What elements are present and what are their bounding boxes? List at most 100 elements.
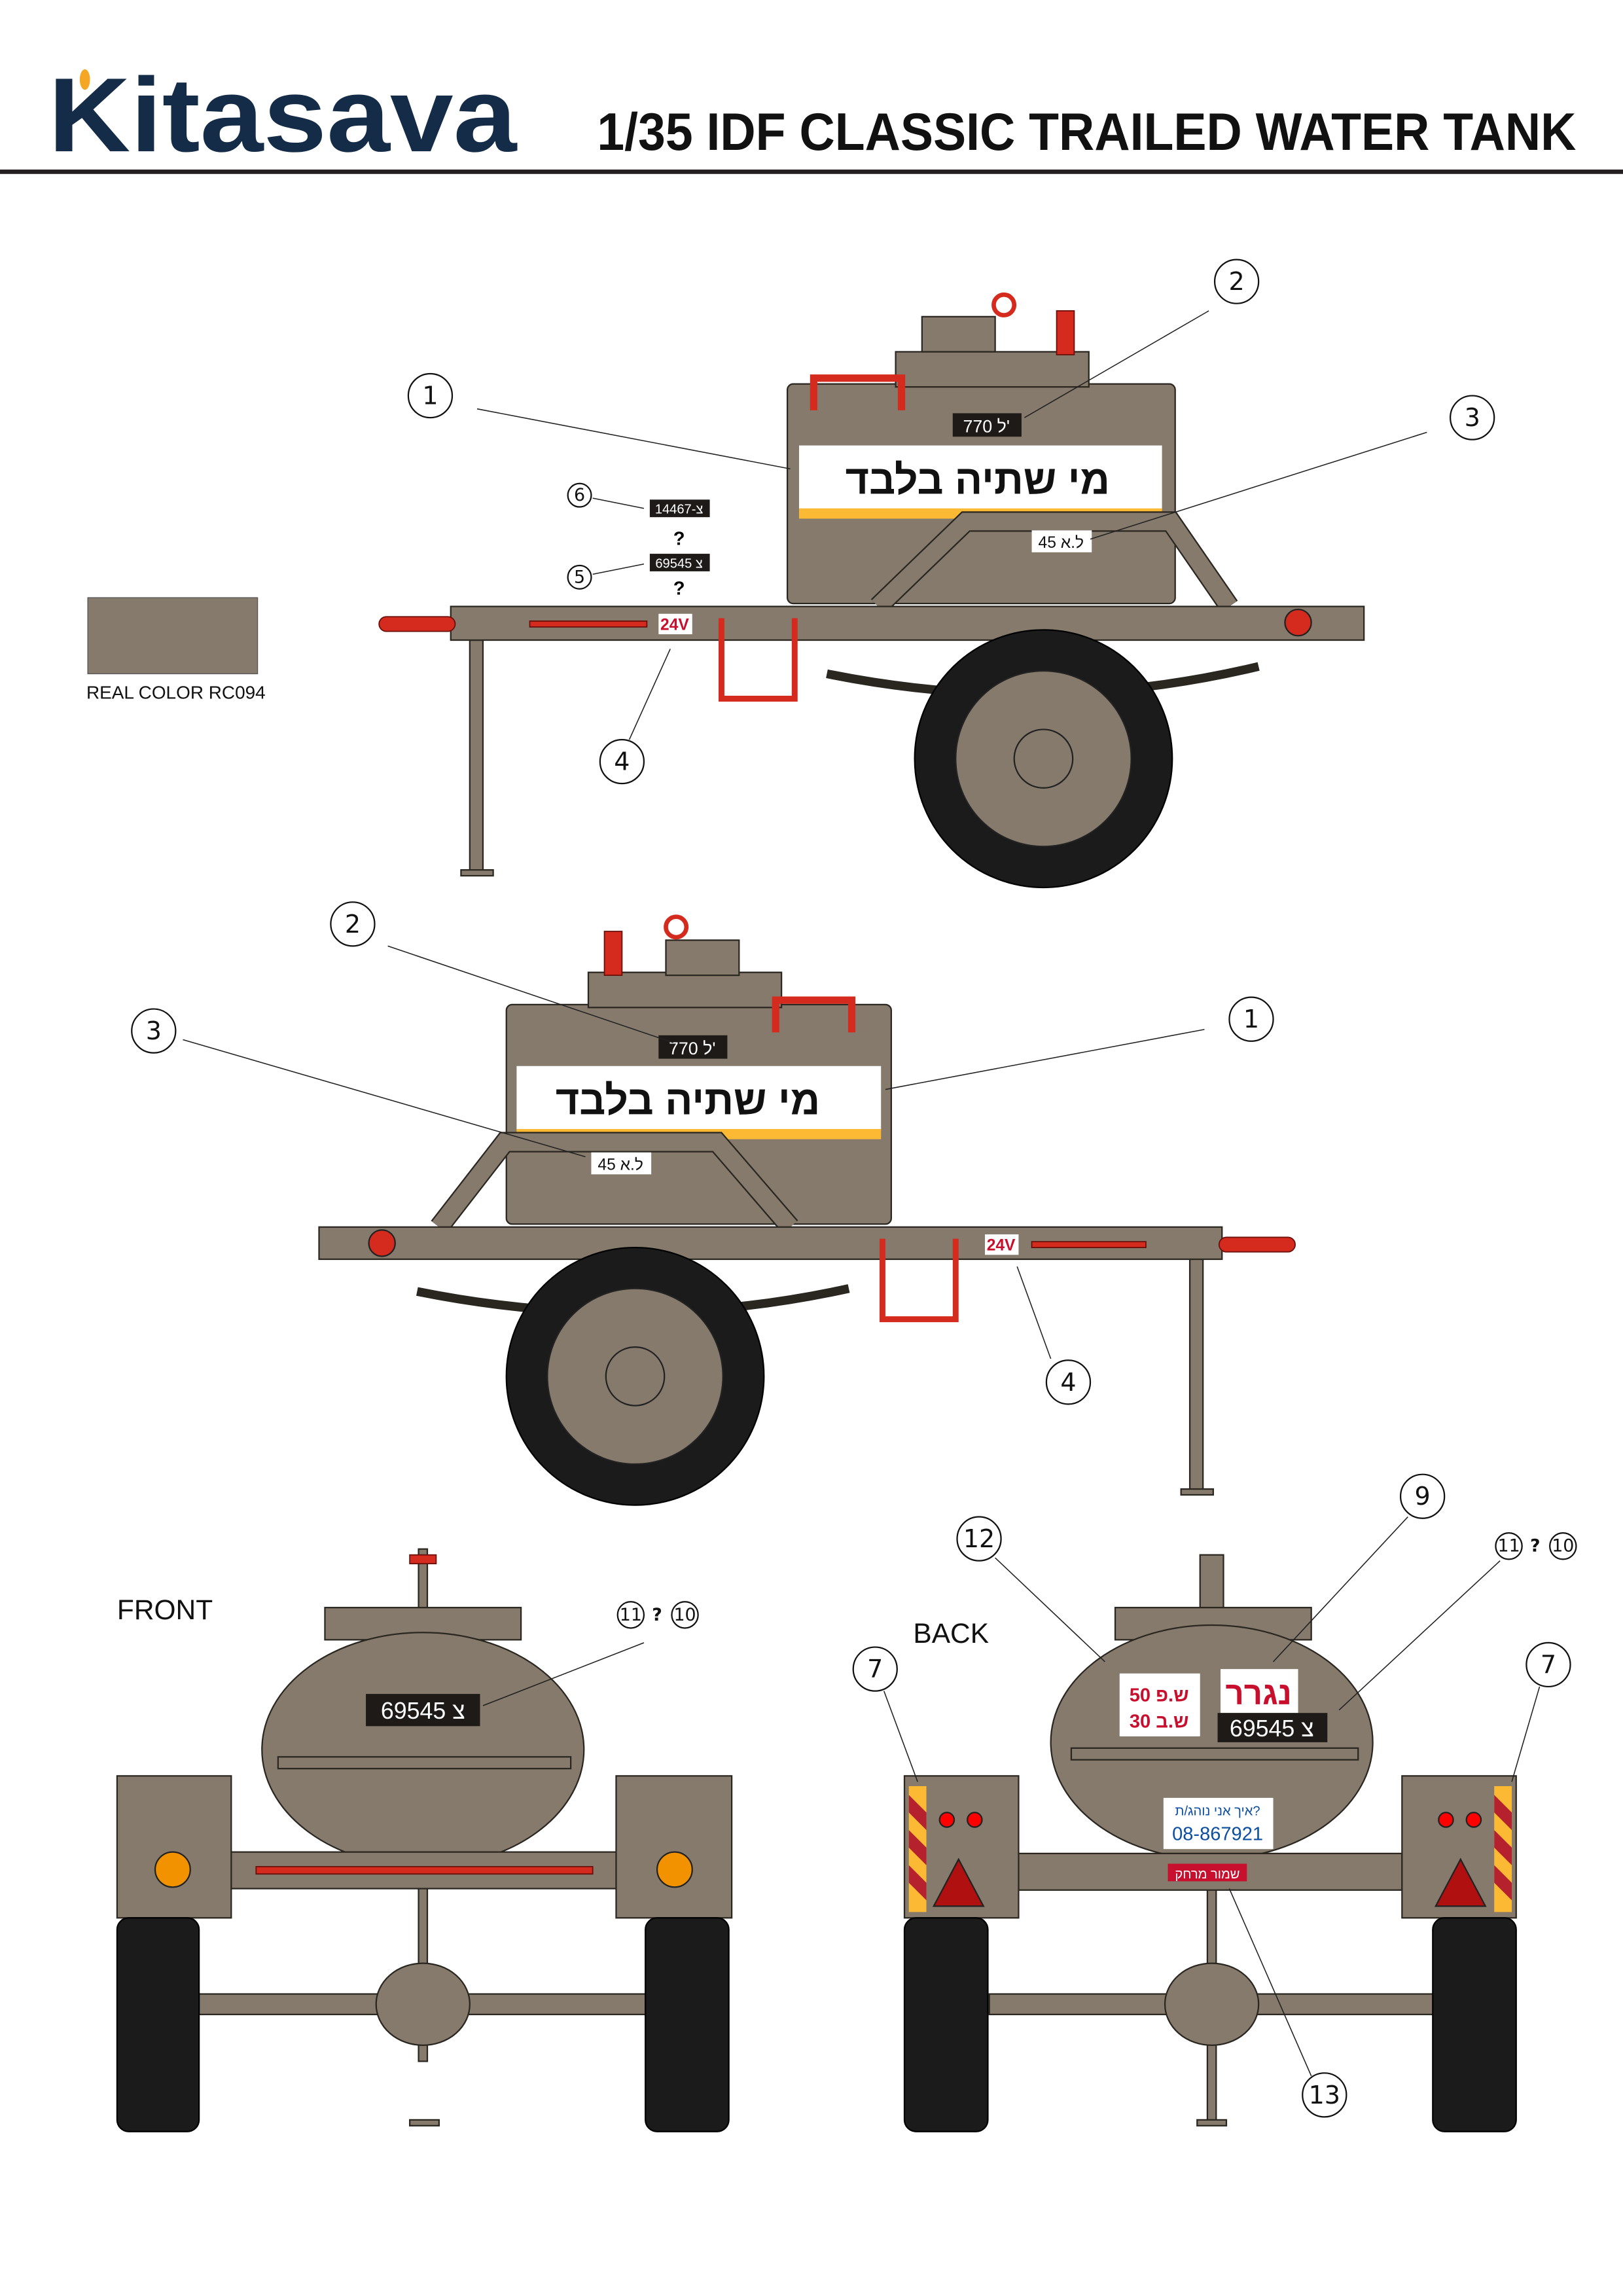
callout-number: 2 [1229, 267, 1245, 296]
leader-line [885, 1029, 1205, 1090]
step-ladder [879, 1238, 959, 1323]
callout-5 [567, 564, 592, 590]
callout-number: 10 [1552, 1536, 1574, 1556]
swatch-chip [87, 597, 259, 675]
or-mark: ? [673, 529, 685, 550]
header-divider [0, 170, 1623, 174]
callout-number: 7 [867, 1655, 883, 1683]
decal-speed-line2: ש.ב 30 [1130, 1712, 1188, 1732]
decal-la-bg [591, 1152, 652, 1175]
jack-leg [1188, 1258, 1204, 1492]
decal-drinking-water-bg [516, 1066, 882, 1131]
wheel-left [903, 1917, 989, 2132]
decal-plate-a: 14467-צ [655, 503, 704, 517]
wheel-right [1432, 1917, 1517, 2132]
leader-line [183, 1039, 586, 1158]
wheel-left [116, 1917, 200, 2132]
callout-11 [1495, 1532, 1523, 1560]
decal-plate-b: צ 69545 [655, 556, 703, 571]
lifting-ring [991, 292, 1017, 317]
leader-line [1511, 1686, 1541, 1782]
triangle-reflector [932, 1857, 985, 1907]
decal-voltage: 24V [987, 1237, 1016, 1255]
decal-keep-distance: שמור מרחק [1175, 1867, 1240, 1882]
decal-capacity-bg [952, 413, 1022, 437]
handle [772, 996, 856, 1033]
callout-number: 5 [574, 567, 585, 587]
leader-line [1090, 431, 1427, 540]
tank-body [261, 1632, 585, 1868]
leader-line [628, 649, 671, 740]
callout-2 [1213, 259, 1260, 304]
callout-2 [330, 901, 376, 947]
page-title: 1/35 IDF CLASSIC TRAILED WATER TANK [597, 103, 1576, 162]
leader-line [1024, 310, 1209, 418]
callout-number: 11 [1498, 1536, 1520, 1556]
leader-line [995, 1557, 1105, 1662]
decal-capacity: 770 ל' [963, 416, 1010, 436]
or-mark: ? [673, 579, 685, 600]
decal-how-driving-bg [1163, 1797, 1274, 1850]
leader-line [1338, 1560, 1501, 1711]
decal-speed-line1: ש.פ 50 [1130, 1685, 1189, 1706]
callout-number: 2 [345, 910, 361, 939]
tail-light [1465, 1812, 1482, 1828]
leader-line [476, 408, 791, 470]
trailer-part [1013, 728, 1074, 789]
trailer-part [1056, 310, 1075, 355]
decal-capacity-bg [658, 1035, 728, 1059]
decal-keep-distance-bg [1168, 1863, 1247, 1882]
trailer-part [665, 939, 740, 977]
decal-phone: 08-867921 [1172, 1824, 1263, 1845]
callout-number: 13 [1309, 2081, 1340, 2109]
callout-6 [567, 482, 592, 508]
trailer-part [277, 1756, 572, 1770]
callout-number: 7 [1541, 1650, 1556, 1679]
trailer-part [1180, 1488, 1214, 1496]
callout-number: ? [652, 1605, 662, 1625]
trailer-part [1031, 1241, 1147, 1248]
trailer-part [1070, 1747, 1359, 1761]
decal-plate-b-bg [649, 554, 710, 571]
trailer-part [1494, 1795, 1512, 1901]
callout-12 [956, 1516, 1002, 1562]
decal-plate-a-bg [649, 499, 710, 518]
trailer-part [432, 1133, 797, 1233]
callout-4 [1045, 1359, 1092, 1405]
mudguard-left [116, 1775, 232, 1919]
decal-voltage-bg [984, 1234, 1019, 1255]
leader-line [482, 1642, 645, 1706]
trailer-part [908, 1795, 927, 1901]
trailer-part [460, 869, 494, 877]
callout-7 [1525, 1641, 1571, 1688]
trailer-part [409, 2119, 440, 2126]
front-view: FRONT צ 69545 11 ? 10 [116, 1548, 733, 2132]
front-label: FRONT [117, 1595, 213, 1626]
side-view-left: 770 ל' מי שתיה בלבד ל.א 45 24V 14467-צ ?… [378, 259, 1495, 889]
wheel-right [645, 1917, 730, 2132]
trailer-part [872, 512, 1237, 613]
decal-plate: צ 69545 [1230, 1715, 1314, 1742]
decal-drinking-water-bg [798, 445, 1162, 510]
decal-plate-bg [1217, 1713, 1328, 1742]
manhole-dome [895, 351, 1090, 388]
brand-logo: Kitasava [48, 56, 518, 174]
callout-number: 4 [1060, 1368, 1076, 1397]
callout-1 [1228, 996, 1274, 1042]
leader-line [1228, 1888, 1312, 2077]
leader-line [1272, 1516, 1408, 1662]
trailer-part [409, 1554, 437, 1564]
logo-dot-icon [79, 69, 90, 90]
callout-13 [1302, 2072, 1347, 2118]
callout-number: ? [1530, 1536, 1541, 1556]
reflector [368, 1229, 396, 1257]
tow-handle [378, 616, 456, 632]
swatch-label: REAL COLOR RC094 [86, 682, 266, 702]
callout-number: 10 [673, 1605, 696, 1625]
decal-la: ל.א 45 [597, 1157, 643, 1174]
callout-number: 4 [614, 747, 630, 776]
callout-number: 12 [963, 1524, 995, 1553]
tail-light [967, 1812, 983, 1828]
callout-10 [671, 1601, 699, 1629]
decal-la-bg [1031, 530, 1092, 552]
